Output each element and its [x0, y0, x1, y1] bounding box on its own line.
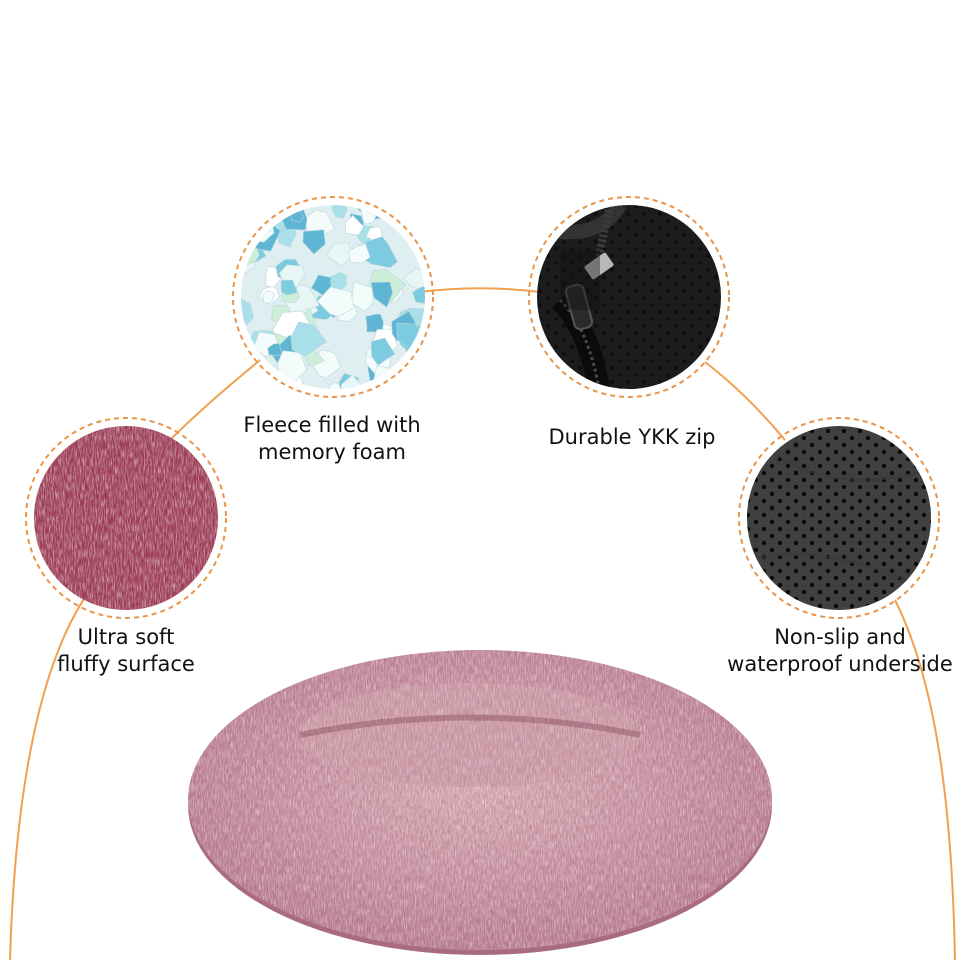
foam-chunk	[241, 205, 256, 219]
foam-chunk	[331, 205, 348, 219]
foam-chunk	[409, 217, 425, 245]
feature-label-fluffy-surface: Ultra soft fluffy surface	[26, 624, 226, 678]
feature-label-line: fluffy surface	[57, 652, 195, 676]
feature-label-ykk-zip: Durable YKK zip	[532, 424, 732, 451]
foam-chunk	[344, 214, 364, 236]
foam-chunk	[412, 286, 425, 305]
connector-fur-foam	[167, 359, 261, 443]
foam-chunk	[340, 374, 365, 389]
foam-chunk	[400, 207, 425, 243]
foam-swatch-icon	[232, 196, 434, 398]
foam-chunk	[290, 321, 328, 357]
foam-chunk	[370, 337, 396, 366]
foam-chunk	[304, 350, 325, 367]
feature-label-non-slip-underside: Non-slip and waterproof underside	[724, 624, 956, 678]
feature-label-line: memory foam	[258, 440, 406, 464]
feature-label-memory-foam: Fleece filled with memory foam	[232, 412, 432, 466]
foam-chunk	[328, 381, 343, 389]
connector-lines	[9, 287, 956, 960]
feature-label-line: waterproof underside	[727, 652, 953, 676]
foam-chunk	[241, 212, 256, 226]
foam-chunk	[405, 205, 425, 214]
foam-chunk	[347, 243, 371, 264]
foam-chunk	[350, 281, 374, 312]
feature-label-line: Durable YKK zip	[548, 425, 716, 449]
foam-chunk	[316, 286, 355, 317]
foam-chunk	[370, 281, 394, 308]
foam-chunk	[250, 205, 278, 226]
foam-chunk	[398, 205, 422, 217]
foam-chunk	[412, 230, 425, 256]
connector-arc-left	[9, 589, 91, 960]
feature-label-line: Fleece filled with	[243, 413, 421, 437]
pet-bed-image	[188, 650, 772, 955]
connector-arc-right	[894, 599, 956, 960]
zipper-swatch-icon	[528, 196, 730, 398]
foam-chunk	[259, 373, 283, 389]
fur-swatch-icon	[25, 417, 227, 619]
foam-chunk	[262, 290, 275, 305]
foam-chunk	[325, 241, 355, 267]
connector-foam-zip	[419, 287, 541, 293]
foam-chunk	[256, 205, 282, 218]
foam-chunk	[242, 205, 273, 232]
feature-label-line: Ultra soft	[77, 625, 175, 649]
feature-label-line: Non-slip and	[774, 625, 906, 649]
foam-chunk	[280, 279, 298, 296]
foam-chunk	[302, 229, 326, 255]
connector-zip-dots	[704, 361, 786, 441]
foam-chunk	[241, 297, 254, 325]
dotted-fabric-swatch-icon	[738, 417, 940, 619]
foam-chunk	[267, 342, 283, 357]
foam-chunk	[396, 205, 422, 222]
